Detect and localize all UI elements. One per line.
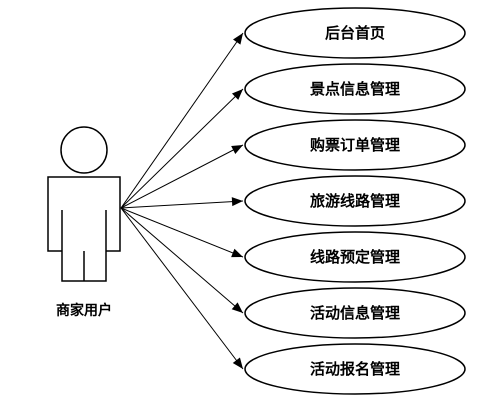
use-case-label: 活动信息管理 [310, 304, 400, 322]
arrowhead [231, 302, 243, 313]
arrowhead [231, 89, 243, 100]
association-line [120, 207, 244, 314]
arrowhead [231, 248, 243, 258]
actor-head [60, 126, 108, 174]
association-line [120, 207, 244, 370]
association-line [120, 88, 244, 209]
use-case-ellipse [244, 287, 466, 339]
actor-body [47, 176, 121, 282]
use-case-label: 旅游线路管理 [310, 192, 400, 210]
association-line [120, 207, 244, 258]
arrowhead [231, 145, 243, 155]
use-case-label: 活动报名管理 [310, 360, 400, 378]
use-case: 购票订单管理 [244, 119, 466, 171]
arrowhead [231, 197, 243, 207]
use-case-label: 购票订单管理 [310, 136, 400, 154]
use-case: 景点信息管理 [244, 63, 466, 115]
use-case: 线路预定管理 [244, 231, 466, 283]
use-case-ellipse [244, 63, 466, 115]
actor-figure: 商家用户 [47, 126, 121, 319]
use-case-ellipse [244, 231, 466, 283]
use-case-ellipse [244, 7, 466, 59]
use-case-ellipse [244, 175, 466, 227]
use-case-ellipse [244, 343, 466, 395]
association-line [120, 200, 244, 209]
association-line [120, 144, 244, 209]
associations [120, 32, 244, 370]
use-case: 活动信息管理 [244, 287, 466, 339]
use-case-label: 线路预定管理 [310, 248, 400, 266]
use-case: 活动报名管理 [244, 343, 466, 395]
use-case-ellipse [244, 119, 466, 171]
arrowhead [233, 33, 243, 45]
association-line [120, 32, 244, 209]
arrowhead [232, 357, 243, 369]
use-case: 旅游线路管理 [244, 175, 466, 227]
actor-label: 商家用户 [56, 302, 112, 319]
use-case-label: 景点信息管理 [310, 80, 400, 98]
use-case-label: 后台首页 [325, 24, 385, 42]
use-case: 后台首页 [244, 7, 466, 59]
